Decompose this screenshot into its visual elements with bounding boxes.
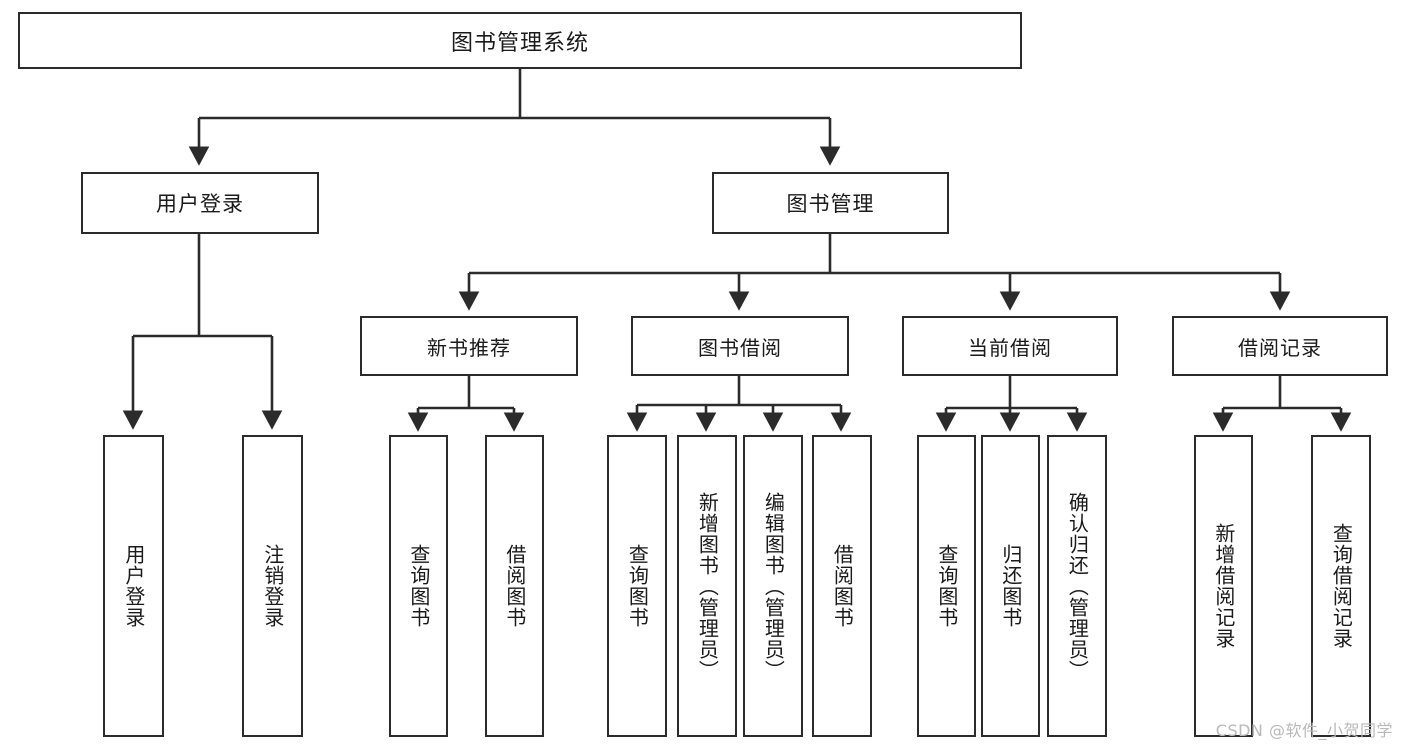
leaf-current-borrow-3[interactable]: 确认归还（管理员） — [1047, 435, 1107, 737]
node-borrow-record-label: 借阅记录 — [1238, 335, 1322, 360]
node-book-management-label: 图书管理 — [786, 192, 875, 216]
leaf-user-login-2[interactable]: 注销登录 — [242, 435, 303, 737]
node-new-book-recommend[interactable]: 新书推荐 — [360, 316, 578, 376]
leaf-book-borrow-4[interactable]: 借阅图书 — [812, 435, 872, 737]
watermark-text: CSDN @软件_小贺同学 — [1215, 721, 1393, 740]
leaf-new-book-2[interactable]: 借阅图书 — [485, 435, 544, 737]
leaf-label: 用户登录 — [121, 544, 146, 628]
leaf-book-borrow-1[interactable]: 查询图书 — [607, 435, 667, 737]
leaf-borrow-record-1[interactable]: 新增借阅记录 — [1194, 435, 1253, 737]
node-user-login[interactable]: 用户登录 — [81, 172, 319, 234]
node-book-borrow-label: 图书借阅 — [698, 335, 782, 360]
leaf-current-borrow-1[interactable]: 查询图书 — [917, 435, 976, 737]
leaf-new-book-1[interactable]: 查询图书 — [389, 435, 448, 737]
leaf-label: 注销登录 — [260, 544, 285, 628]
leaf-label: 借阅图书 — [830, 544, 855, 628]
node-book-borrow[interactable]: 图书借阅 — [631, 316, 849, 376]
node-user-login-label: 用户登录 — [156, 192, 244, 216]
leaf-label: 归还图书 — [998, 544, 1023, 628]
leaf-label: 查询借阅记录 — [1329, 523, 1354, 649]
node-root[interactable]: 图书管理系统 — [18, 12, 1022, 69]
leaf-label: 查询图书 — [625, 544, 650, 628]
leaf-current-borrow-2[interactable]: 归还图书 — [981, 435, 1040, 737]
node-book-management[interactable]: 图书管理 — [712, 172, 949, 234]
node-current-borrow[interactable]: 当前借阅 — [902, 316, 1118, 376]
leaf-book-borrow-2[interactable]: 新增图书（管理员） — [677, 435, 737, 737]
leaf-label: 编辑图书（管理员） — [761, 491, 786, 681]
leaf-user-login-1[interactable]: 用户登录 — [103, 435, 164, 737]
node-new-book-recommend-label: 新书推荐 — [427, 335, 511, 360]
leaf-label: 确认归还（管理员） — [1065, 491, 1090, 681]
leaf-label: 借阅图书 — [502, 544, 527, 628]
node-borrow-record[interactable]: 借阅记录 — [1172, 316, 1388, 376]
leaf-borrow-record-2[interactable]: 查询借阅记录 — [1311, 435, 1371, 737]
leaf-label: 查询图书 — [406, 544, 431, 628]
leaf-book-borrow-3[interactable]: 编辑图书（管理员） — [743, 435, 803, 737]
node-root-label: 图书管理系统 — [450, 30, 589, 56]
leaf-label: 查询图书 — [934, 544, 959, 628]
leaf-label: 新增借阅记录 — [1211, 523, 1236, 649]
node-current-borrow-label: 当前借阅 — [968, 335, 1052, 360]
leaf-label: 新增图书（管理员） — [695, 491, 720, 681]
